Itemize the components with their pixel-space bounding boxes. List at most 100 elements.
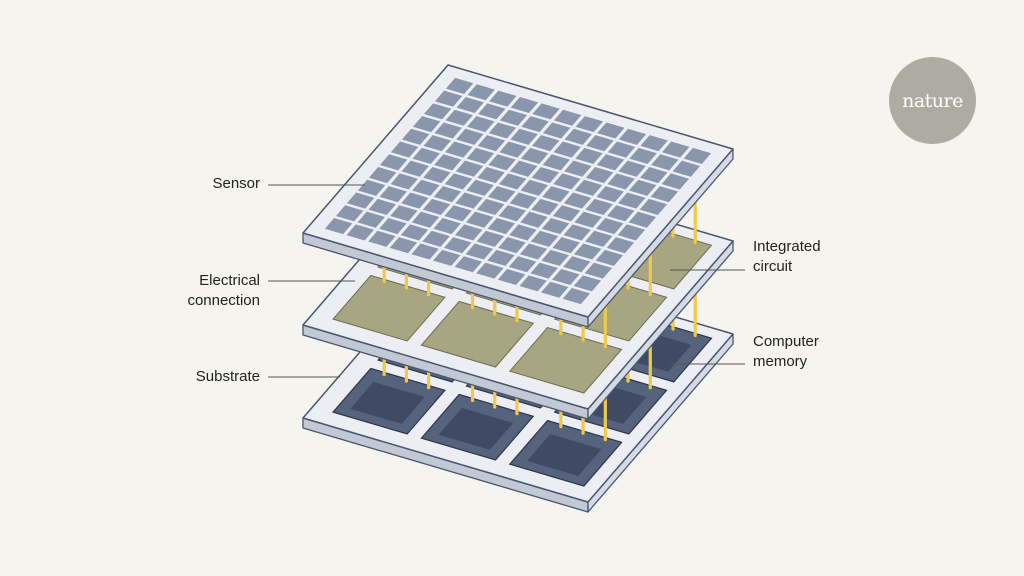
sensor-pixel xyxy=(433,186,462,203)
sensor-pixel xyxy=(478,103,506,120)
sensor-pixel xyxy=(563,192,592,209)
sensor-pixel xyxy=(432,249,461,266)
sensor-pixel xyxy=(651,154,679,171)
sensor-pixel xyxy=(584,262,613,279)
label-electrical-connection: Electrical connection xyxy=(187,272,260,309)
sensor-pixel xyxy=(530,262,558,279)
sensor-pixel xyxy=(520,179,549,196)
sensor-pixel xyxy=(618,128,647,145)
sensor-pixel xyxy=(541,281,569,298)
sensor-pixel xyxy=(640,135,668,152)
sensor-pixel xyxy=(454,256,483,273)
sensor-pixel xyxy=(509,224,537,241)
sensor-plate xyxy=(302,64,734,328)
sensor-pixel xyxy=(488,122,517,139)
sensor-pixel xyxy=(573,275,602,292)
sensor-pixel xyxy=(390,141,419,158)
sensor-pixel xyxy=(510,96,539,114)
sensor-pixel xyxy=(541,249,569,266)
sensor-pixel xyxy=(489,90,517,107)
sensor-pixel xyxy=(434,90,463,107)
sensor-pixel xyxy=(498,173,527,190)
sensor-pixel xyxy=(552,268,580,286)
sensor-pixel xyxy=(586,135,614,152)
sensor-pixel xyxy=(542,122,571,139)
sensor-pixel xyxy=(499,141,527,158)
sensor-pixel xyxy=(423,135,451,152)
sensor-pixel xyxy=(445,77,474,94)
sensor-pixel xyxy=(521,116,549,133)
sensor-pixel xyxy=(585,198,613,215)
sensor-pixel xyxy=(509,192,538,209)
sensor-pixel xyxy=(467,116,495,133)
label-substrate: Substrate xyxy=(195,368,260,385)
sensor-pixel xyxy=(563,224,591,241)
sensor-pixel xyxy=(466,147,495,165)
sensor-pixel xyxy=(412,179,440,196)
sensor-pixel xyxy=(401,192,429,209)
sensor-pixel xyxy=(456,128,484,145)
sensor-pixel xyxy=(575,116,604,133)
sensor-pixel xyxy=(476,262,504,279)
sensor-pixel xyxy=(400,224,429,241)
sensor-pixel xyxy=(553,173,581,190)
sensor-pixel xyxy=(497,268,526,286)
sensor-pixel xyxy=(357,211,385,228)
sensor-pixel xyxy=(443,237,472,254)
sensor-pixel xyxy=(542,154,571,171)
sensor-pixel xyxy=(368,230,396,247)
sensor-pixel xyxy=(487,186,516,203)
sensor-pixel xyxy=(607,141,636,158)
sensor-plate-top-face xyxy=(302,64,734,318)
sensor-pixel xyxy=(510,128,538,145)
sensor-pixel xyxy=(509,160,538,177)
sensor-pixel xyxy=(434,154,462,171)
sensor-pixel xyxy=(465,243,494,260)
sensor-pixel xyxy=(618,192,646,209)
sensor-pixel xyxy=(596,154,625,171)
sensor-pixel xyxy=(564,160,592,177)
memory-chip-die xyxy=(350,381,425,424)
sensor-pixel xyxy=(597,122,625,139)
sensor-pixel xyxy=(606,237,635,254)
sensor-pixel xyxy=(530,230,559,247)
sensor-pixel xyxy=(389,237,418,254)
sensor-pixel xyxy=(357,179,386,196)
sensor-pixel xyxy=(379,217,407,235)
sensor-pixel xyxy=(390,173,418,190)
integrated-circuit-chip xyxy=(420,300,535,368)
sensor-pixel xyxy=(445,109,473,126)
sensor-pixel xyxy=(661,173,690,190)
sensor-pixel xyxy=(596,217,624,235)
sensor-pixel xyxy=(465,211,494,228)
label-integrated-circuit: Integrated circuit xyxy=(753,238,821,275)
sensor-pixel xyxy=(541,217,570,235)
memory-chip-die xyxy=(438,407,514,450)
sensor-pixel xyxy=(585,167,614,184)
sensor-pixel xyxy=(444,173,473,190)
sensor-pixel xyxy=(422,230,450,247)
sensor-pixel xyxy=(553,141,582,158)
sensor-pixel xyxy=(368,167,397,184)
sensor-pixel xyxy=(553,109,582,126)
sensor-pixel xyxy=(346,224,374,241)
sensor-pixel xyxy=(596,186,624,203)
sensor-pixel xyxy=(607,205,635,222)
sensor-pixel xyxy=(433,217,461,235)
sensor-pixel xyxy=(390,205,418,222)
sensor-pixel xyxy=(574,179,603,196)
sensor-pixel xyxy=(531,198,559,215)
sensor-pixel xyxy=(423,167,451,184)
sensor-pixel xyxy=(412,147,440,165)
sensor-pixel xyxy=(519,275,547,292)
sensor-pixel xyxy=(607,173,635,190)
sensor-pixel xyxy=(552,237,580,254)
sensor-pixel xyxy=(454,224,483,241)
sensor-pixel xyxy=(595,249,624,266)
sensor-pixel xyxy=(531,167,560,184)
sensor-pixel xyxy=(531,135,560,152)
sensor-pixel xyxy=(445,141,473,158)
sensor-pixel xyxy=(552,205,581,222)
sensor-pixel xyxy=(466,179,494,196)
